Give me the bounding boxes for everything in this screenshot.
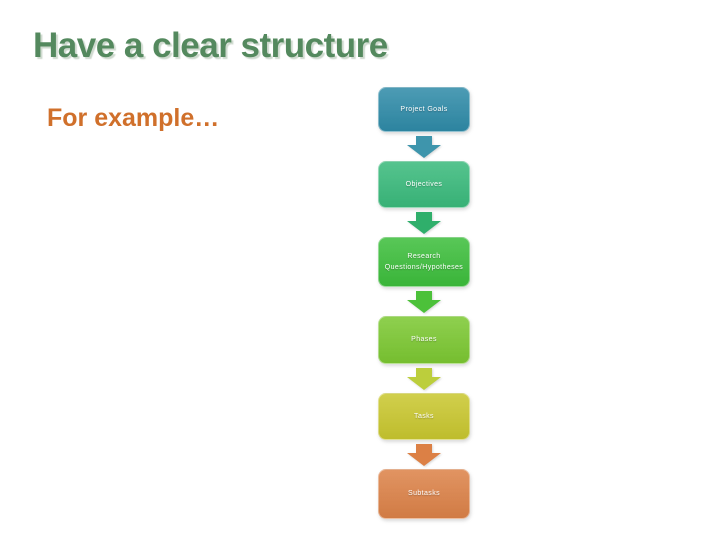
down-arrow-icon	[407, 208, 441, 237]
flow-step-label: Tasks	[414, 412, 434, 420]
slide-subtitle: For example…	[47, 104, 220, 132]
down-arrow-icon	[407, 132, 441, 161]
flow-step-label: Subtasks	[408, 490, 440, 498]
flow-step-label: Project Goals	[400, 105, 448, 113]
down-arrow-icon	[407, 364, 441, 393]
slide-title: Have a clear structure	[33, 26, 388, 65]
flow-step-box: Objectives	[378, 161, 470, 208]
flow-step-box: Research Questions/Hypotheses	[378, 237, 470, 287]
flow-step-box: Tasks	[378, 393, 470, 440]
down-arrow-icon	[407, 287, 441, 316]
flow-step-box: Phases	[378, 316, 470, 364]
flow-step-label: Phases	[411, 336, 437, 344]
down-arrow-icon	[407, 440, 441, 469]
flow-step-label: Research Questions/Hypotheses	[384, 252, 464, 271]
flow-step-label: Objectives	[405, 180, 443, 188]
flow-step-box: Project Goals	[378, 87, 470, 132]
flow-step-box: Subtasks	[378, 469, 470, 519]
